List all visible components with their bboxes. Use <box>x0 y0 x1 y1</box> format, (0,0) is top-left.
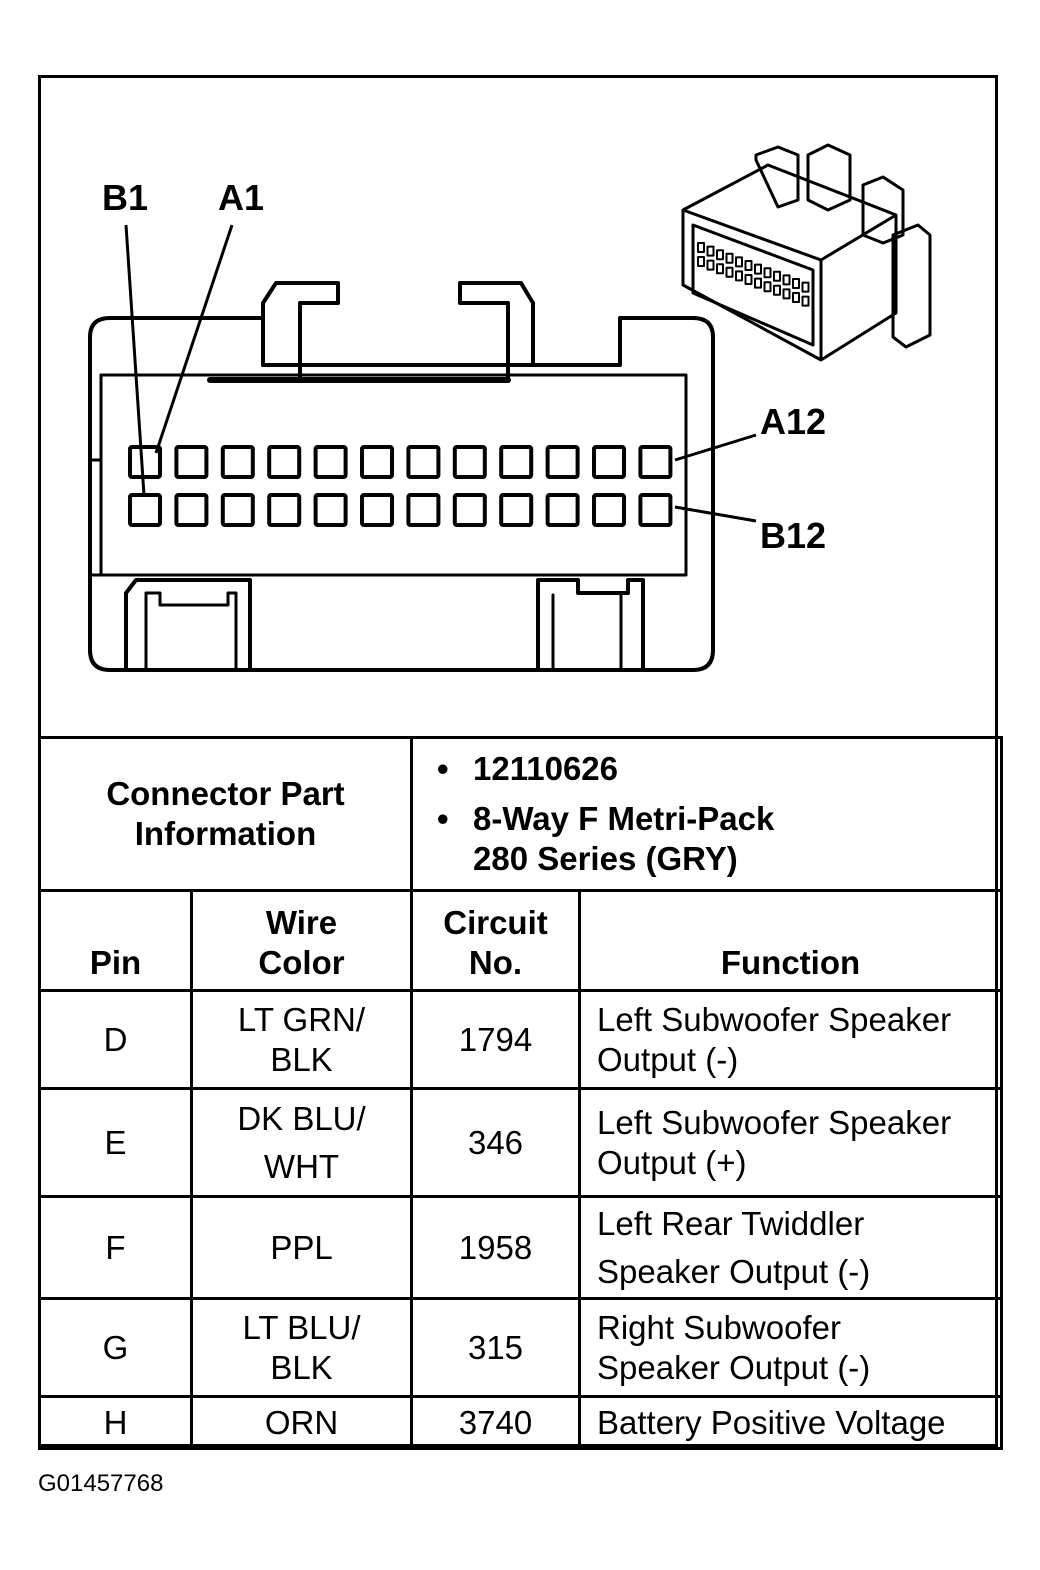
label-b12: B12 <box>760 515 827 556</box>
iso-cavity <box>706 259 715 271</box>
iso-cavity <box>754 263 762 275</box>
cavity-a5 <box>313 445 348 479</box>
iso-cavity <box>773 284 781 296</box>
label-b1: B1 <box>102 177 149 218</box>
iso-cavity <box>697 242 705 253</box>
wire-color-cell: ORN <box>190 1395 413 1450</box>
cavity-a12 <box>638 445 673 479</box>
header-pin: Pin <box>38 889 193 992</box>
table-row: D LT GRN/BLK 1794 Left Subwoofer Speaker… <box>38 989 1003 1090</box>
iso-cavity <box>725 266 734 278</box>
cavity-b7 <box>406 493 441 527</box>
pin-cell: H <box>38 1395 193 1450</box>
connector-3d-view <box>681 143 932 362</box>
iso-cavity <box>706 245 715 257</box>
lower-left-lock <box>124 578 252 672</box>
cavity-a1 <box>128 445 162 479</box>
cavity-a3 <box>220 445 255 479</box>
circuit-cell: 315 <box>410 1297 581 1398</box>
function-cell: Battery Positive Voltage <box>578 1395 1003 1450</box>
cavity-a7 <box>406 445 441 479</box>
circuit-cell: 1794 <box>410 989 581 1090</box>
cavity-b2 <box>174 493 209 527</box>
cavity-b3 <box>220 493 255 527</box>
connector-info-table: Connector Part Information 12110626 8-Wa… <box>38 736 1003 1450</box>
pin-cell: G <box>38 1297 193 1398</box>
iso-cavity <box>763 281 772 293</box>
iso-cavity <box>725 252 734 264</box>
iso-cavity <box>763 267 772 279</box>
label-a1: A1 <box>218 177 265 218</box>
circuit-cell: 346 <box>410 1087 581 1198</box>
iso-cavity <box>716 249 724 261</box>
left-latch <box>261 281 340 382</box>
lower-right-lock <box>536 578 645 672</box>
iso-cavity <box>754 277 762 289</box>
cavity-b11 <box>592 493 626 527</box>
label-a12: A12 <box>760 401 827 442</box>
cavity-b8 <box>452 493 487 527</box>
circuit-cell: 1958 <box>410 1195 581 1300</box>
figure-id: G01457768 <box>38 1470 164 1497</box>
iso-cavity <box>735 270 743 282</box>
iso-cavity <box>801 295 810 307</box>
b12-leader <box>674 505 757 523</box>
cavity-b9 <box>499 493 534 527</box>
iso-cavity <box>773 270 781 282</box>
pin-cavity-block <box>99 373 688 577</box>
iso-cavity <box>744 274 753 285</box>
cavity-b1 <box>128 493 162 527</box>
cavity-b5 <box>313 493 348 527</box>
table-row: H ORN 3740 Battery Positive Voltage <box>38 1395 1003 1450</box>
wire-color-cell: PPL <box>190 1195 413 1300</box>
wire-color-cell: DK BLU/WHT <box>190 1087 413 1198</box>
pin-cell: D <box>38 989 193 1090</box>
iso-cavity <box>697 256 705 267</box>
wire-color-cell: LT GRN/BLK <box>190 989 413 1090</box>
iso-cavity <box>792 292 800 303</box>
part-number: 12110626 <box>437 749 1000 789</box>
cavity-a6 <box>360 445 394 479</box>
iso-cavity <box>801 281 810 293</box>
connector-part-label: Connector Part Information <box>38 736 413 892</box>
wire-color-cell: LT BLU/BLK <box>190 1297 413 1398</box>
b1-leader <box>124 224 146 496</box>
cavity-b4 <box>267 493 302 527</box>
cavity-b12 <box>638 493 673 527</box>
iso-cavity <box>735 256 743 268</box>
iso-cavity <box>792 278 800 289</box>
cavity-b10 <box>545 493 580 527</box>
a12-leader <box>674 433 757 462</box>
connector-housing <box>88 316 715 672</box>
cavity-a11 <box>592 445 626 479</box>
right-latch <box>458 281 535 382</box>
circuit-cell: 3740 <box>410 1395 581 1450</box>
a1-leader <box>154 224 234 454</box>
iso-cavity <box>782 274 791 286</box>
pin-cell: F <box>38 1195 193 1300</box>
cavity-a8 <box>452 445 487 479</box>
iso-cavity <box>782 288 791 300</box>
cavity-a9 <box>499 445 534 479</box>
connector-diagram <box>88 143 932 672</box>
header-function: Function <box>578 889 1003 992</box>
cavity-b6 <box>360 493 394 527</box>
iso-cavity <box>744 260 753 271</box>
cavity-a4 <box>267 445 302 479</box>
cavity-a2 <box>174 445 209 479</box>
cavity-a10 <box>545 445 580 479</box>
pin-cell: E <box>38 1087 193 1198</box>
iso-cavity <box>716 263 724 275</box>
